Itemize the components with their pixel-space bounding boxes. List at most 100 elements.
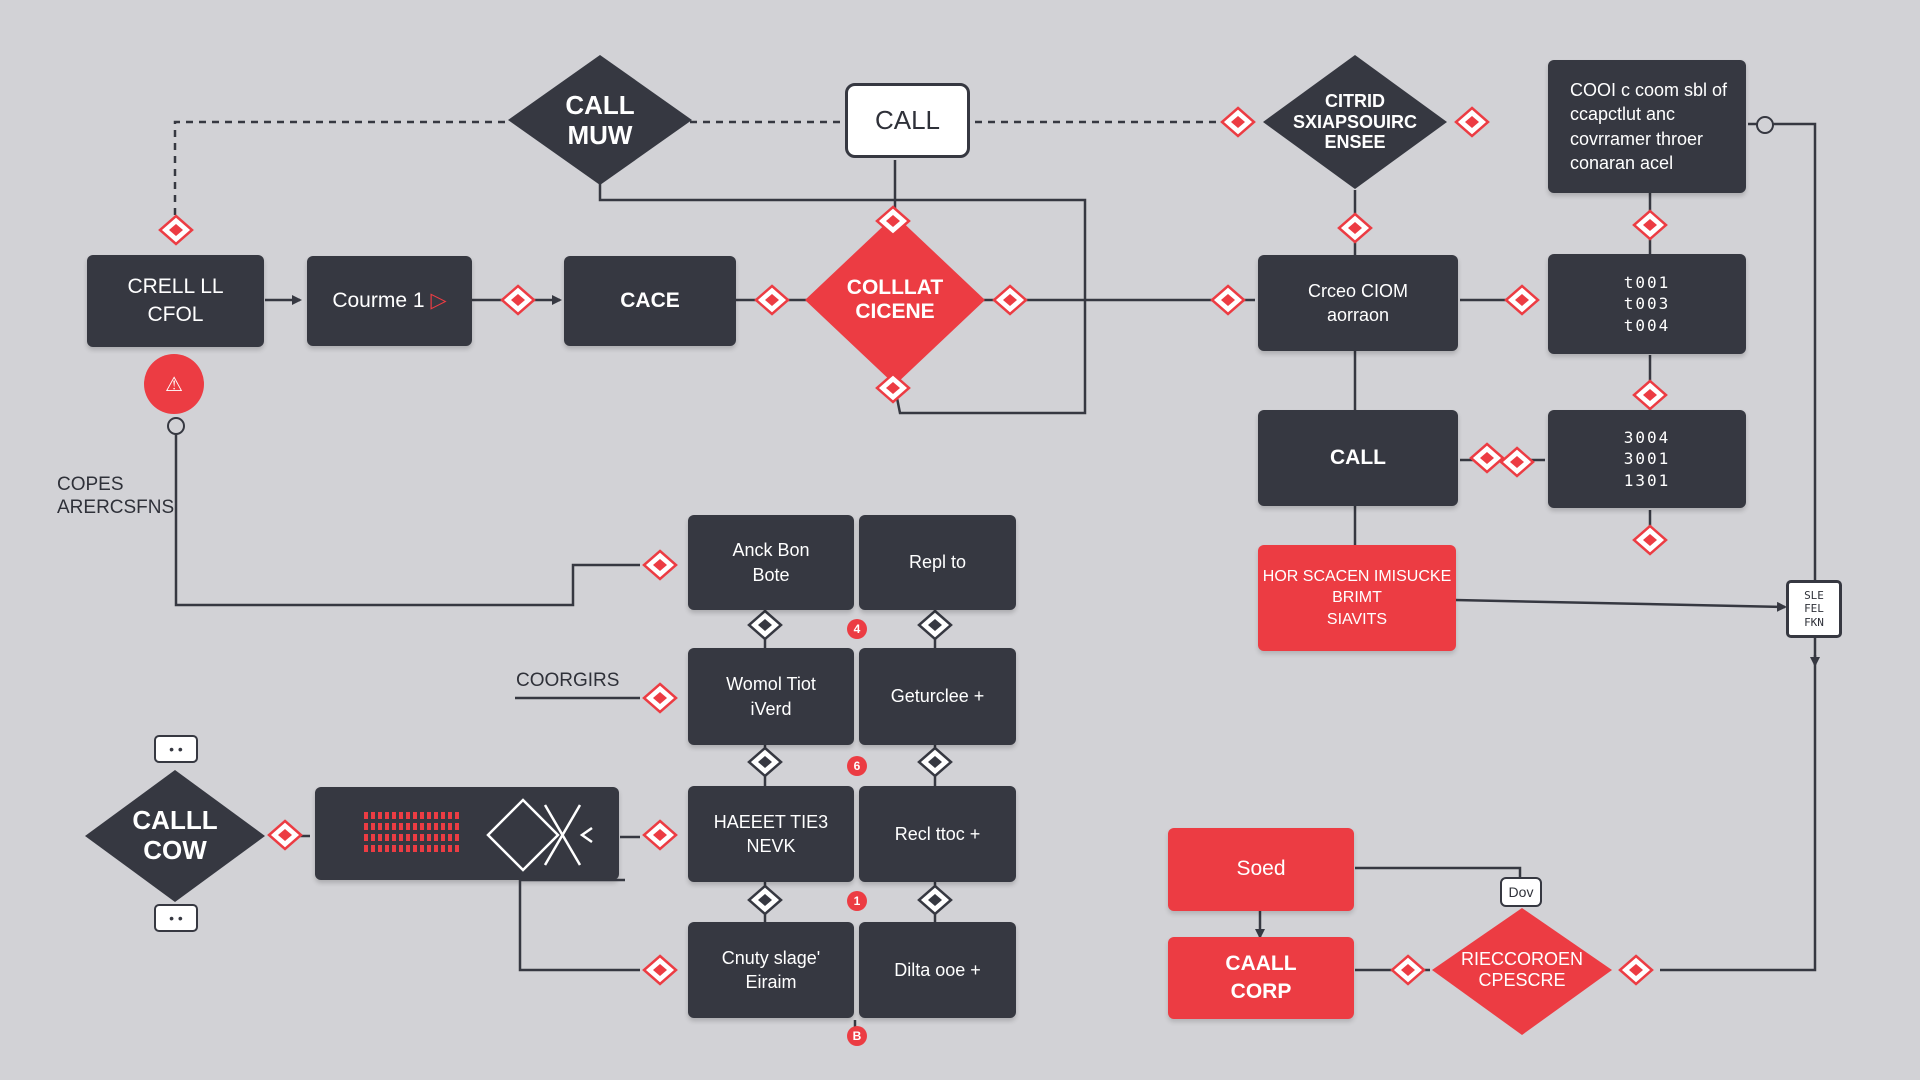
call-right-label: CALL [1330,445,1386,469]
diamond-connector-icon [1632,209,1668,241]
alert-symbol: ⚠ [165,373,183,396]
signal-dot [420,823,424,830]
recl-ttoc-label: Recl ttoc + [894,823,981,844]
geturclee-box[interactable]: Geturclee + [859,648,1016,745]
signal-dot [371,823,375,830]
copes-label: COPES ARERCSFNS [57,474,175,518]
signal-dot [364,823,368,830]
step-badge: 1 [847,891,867,911]
signal-dot [427,845,431,852]
crceo-label: Crceo CIOM aorraon [1307,280,1408,325]
signal-dot [406,823,410,830]
step-badge: B [847,1026,867,1046]
diamond-connector-icon [500,284,536,316]
diamond-connector-icon [1632,524,1668,556]
pill-top[interactable]: • • [154,735,198,763]
signal-dot [427,812,431,819]
signal-dot [364,812,368,819]
signal-dot [441,845,445,852]
signal-dot [441,823,445,830]
signal-dot [434,845,438,852]
dov-tag[interactable]: Dov [1500,877,1542,907]
connector-diamonds [158,106,1668,986]
caall-corp-label: CAALL CORP [1225,951,1297,1003]
signal-dot [413,812,417,819]
step-badge: 6 [847,756,867,776]
diamond-connector-icon [642,682,678,714]
codes-box-b[interactable]: 3004 3001 1301 [1548,410,1746,508]
cnuty-box[interactable]: Cnuty slage' Eiraim [688,922,854,1018]
info-box[interactable]: COOI c coom sbl of ccapctlut anc covrram… [1548,60,1746,193]
side-box[interactable]: SLE FEL FKN [1786,580,1842,638]
close-x-icon [486,798,593,872]
coorgirs-label: COORGIRS [516,670,620,691]
diamond-connector-icon [992,284,1028,316]
pill-bottom[interactable]: • • [154,904,198,932]
red-alert-label: HOR SCACEN IMISUCKE BRIMT SIAVITS [1262,567,1452,628]
codes-box-a[interactable]: t001 t003 t004 [1548,254,1746,354]
cace-box[interactable]: CACE [564,256,736,346]
crell-cfol-label: CRELL LL CFOL [127,274,224,326]
caall-corp-box[interactable]: CAALL CORP [1168,937,1354,1019]
diamond-connector-icon [917,884,953,916]
signal-dot [392,812,396,819]
codes-a-label: t001 t003 t004 [1623,272,1671,335]
signal-dot [392,823,396,830]
signal-dot [434,812,438,819]
recl-ttoc-box[interactable]: Recl ttoc + [859,786,1016,882]
diamond-connector-icon [747,609,783,641]
call-box-right[interactable]: CALL [1258,410,1458,506]
signal-dot [378,823,382,830]
call-label: CALL [874,104,941,135]
signal-dot [392,845,396,852]
signal-dot [378,845,382,852]
signal-dot [441,812,445,819]
diamond-connector-icon [754,284,790,316]
arrow-icon: ▷ [430,288,447,312]
diamond-connector-icon [1210,284,1246,316]
dilta-box[interactable]: Dilta ooe + [859,922,1016,1018]
alert-icon[interactable]: ⚠ [144,354,204,414]
diamond-connector-icon [1454,106,1490,138]
haeet-label: HAEEET TIE3 NEVK [713,811,829,856]
signal-dot [371,812,375,819]
courme-box[interactable]: Courme 1▷ [307,256,472,346]
anck-bon-box[interactable]: Anck Bon Bote [688,515,854,610]
signal-dot [455,845,459,852]
diamond-connector-icon [1618,954,1654,986]
crell-cfol-box[interactable]: CRELL LL CFOL [87,255,264,347]
signal-dot [434,823,438,830]
red-alert-box[interactable]: HOR SCACEN IMISUCKE BRIMT SIAVITS [1258,545,1456,651]
diamond-connector-icon [1337,212,1373,244]
signal-dot [385,845,389,852]
diamond-connector-icon [642,954,678,986]
signal-dot [371,845,375,852]
diamond-connector-icon [875,372,911,404]
haeet-box[interactable]: HAEEET TIE3 NEVK [688,786,854,882]
signal-dot [364,845,368,852]
repl-to-box[interactable]: Repl to [859,515,1016,610]
signal-dot [455,834,459,841]
geturclee-label: Geturclee + [890,686,985,707]
womol-box[interactable]: Womol Tiot iVerd [688,648,854,745]
call-box-top[interactable]: CALL [845,83,970,158]
signal-dot [455,823,459,830]
signal-dot [413,823,417,830]
dilta-label: Dilta ooe + [894,959,981,980]
signal-dot [448,834,452,841]
signal-dot [448,812,452,819]
crceo-box[interactable]: Crceo CIOM aorraon [1258,255,1458,351]
signal-dot [406,834,410,841]
diamond-connector-icon [267,819,303,851]
signal-dot [448,845,452,852]
diamond-connector-icon [158,214,194,246]
diamond-connector-icon [747,746,783,778]
soed-box[interactable]: Soed [1168,828,1354,911]
signal-dot [448,823,452,830]
signal-dot [371,834,375,841]
diamond-connector-icon [875,205,911,237]
dashed-connector [173,120,505,215]
repl-to-label: Repl to [908,552,967,573]
connector-ring [1756,116,1774,134]
diamond-connector-icon [1632,379,1668,411]
